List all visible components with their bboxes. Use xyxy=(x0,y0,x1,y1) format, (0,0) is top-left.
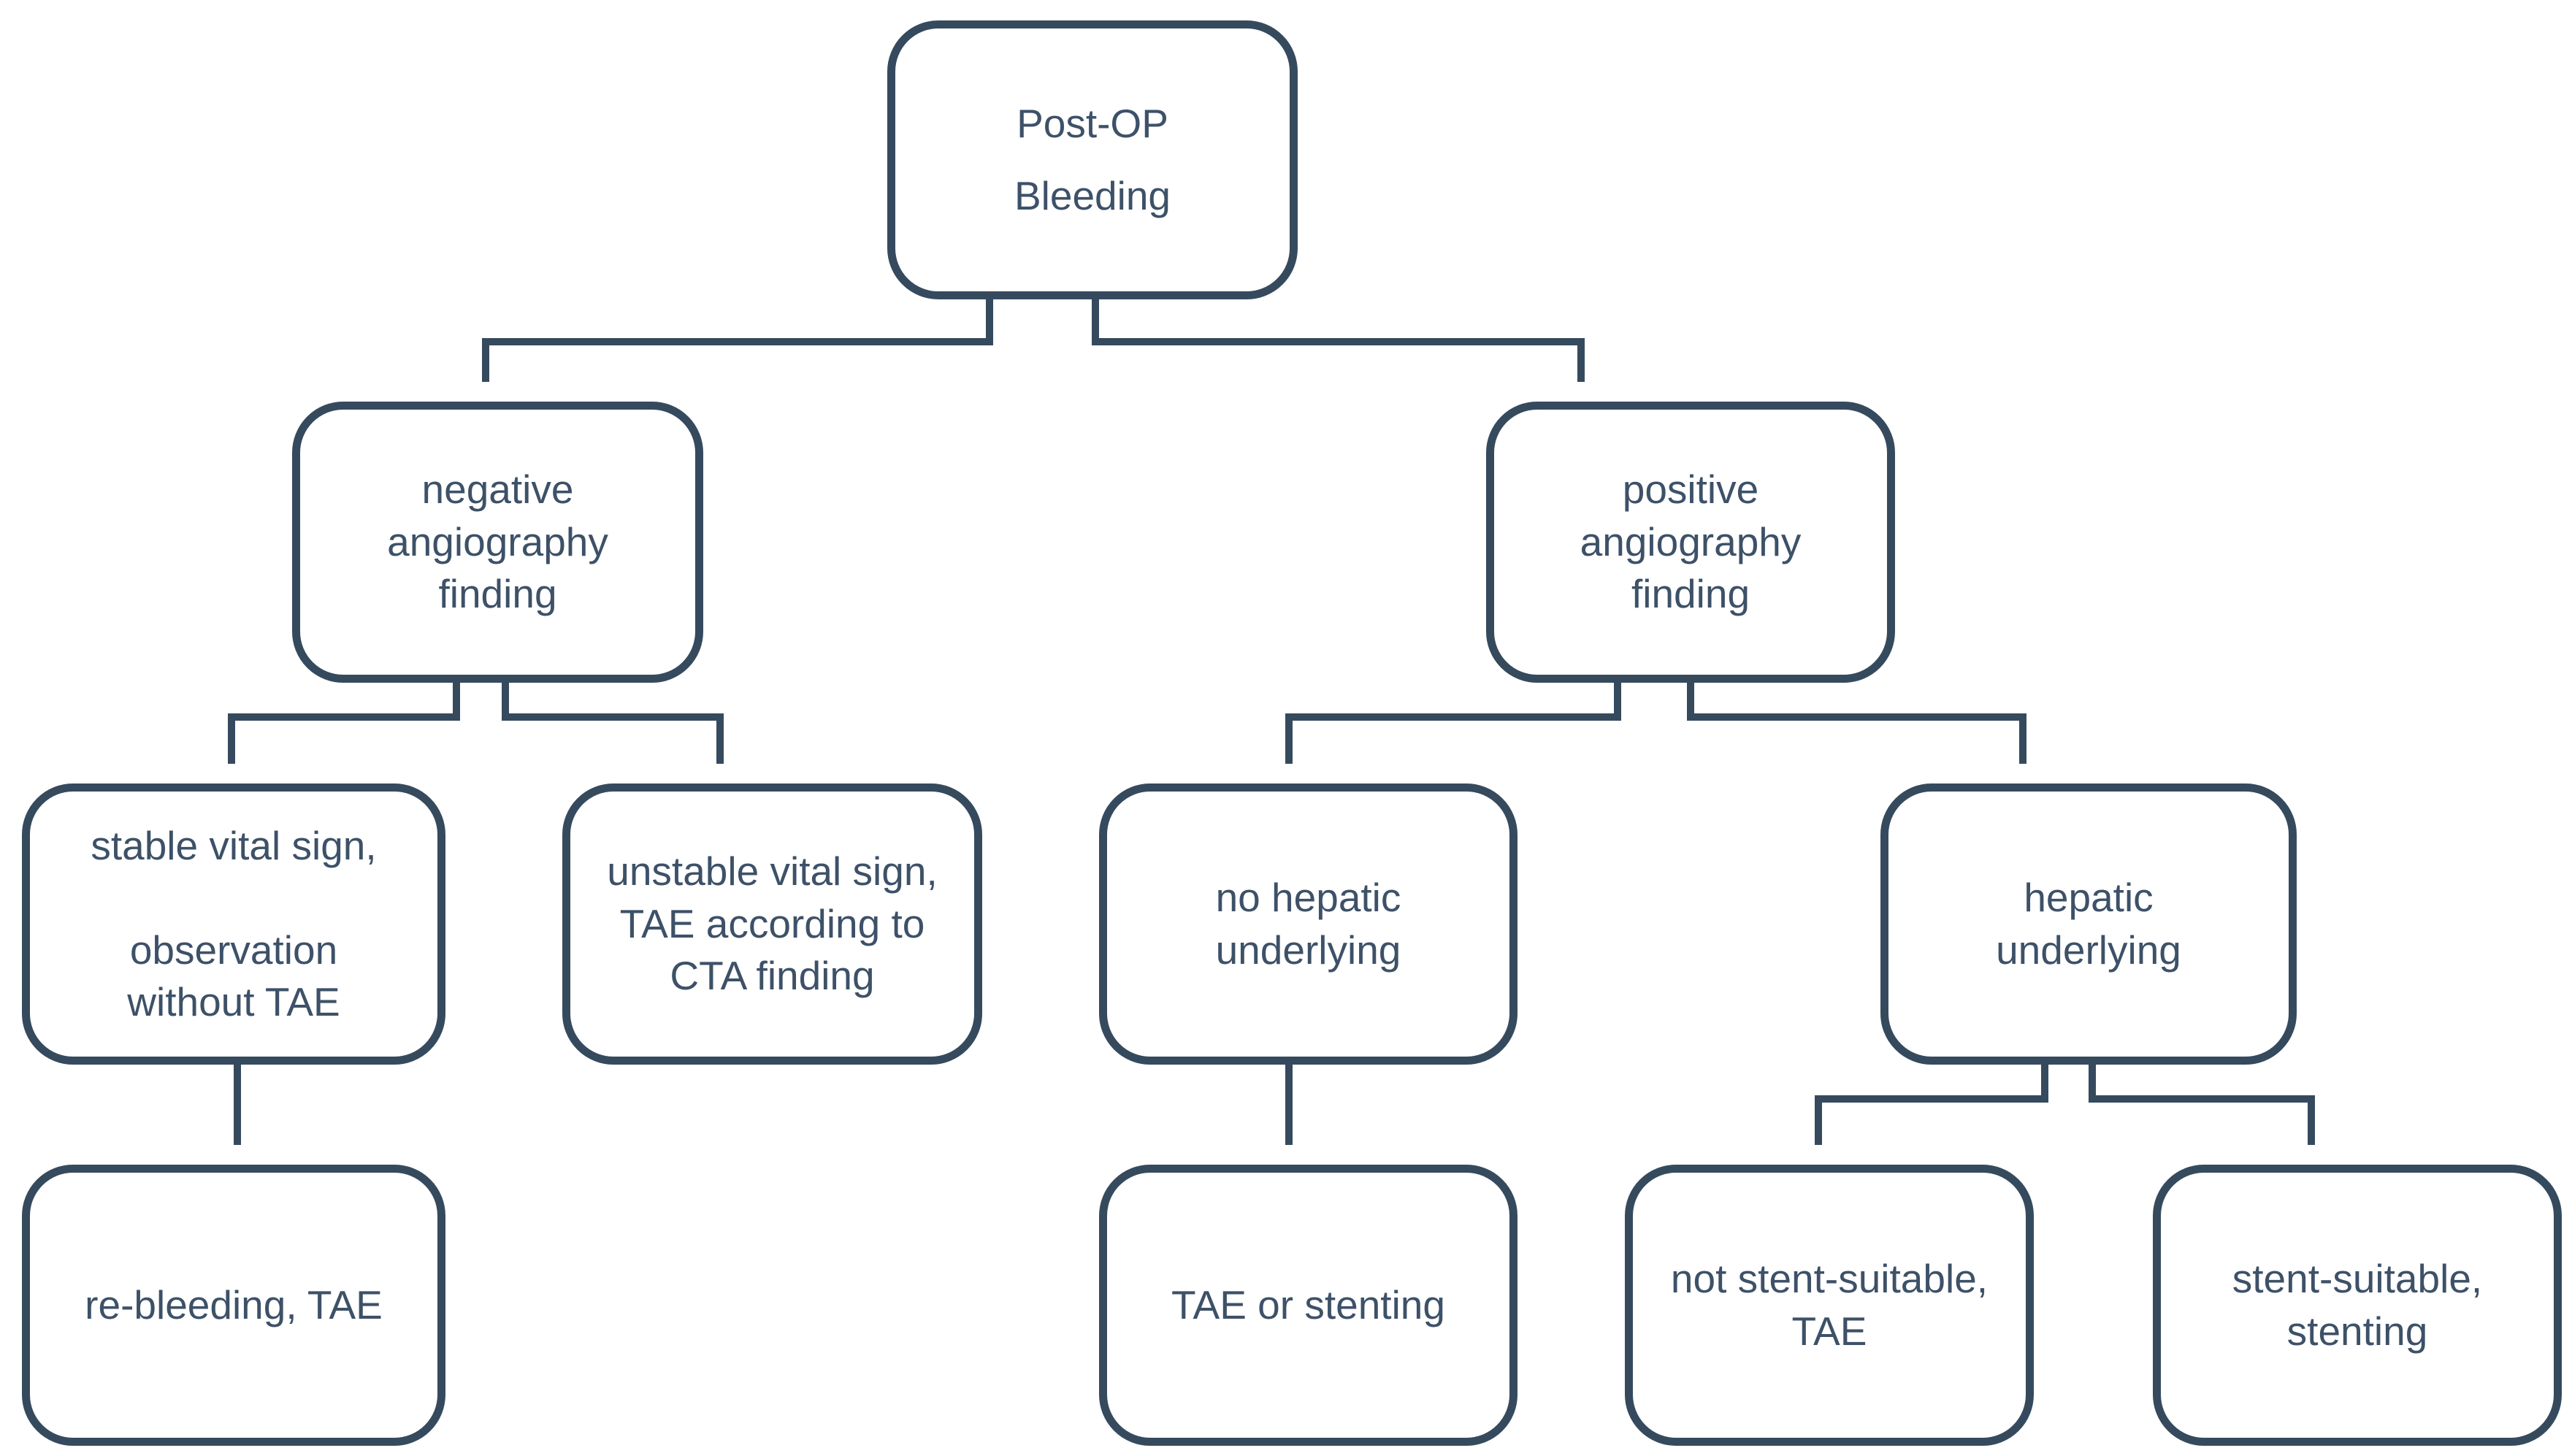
node-hepatic-underlying: hepatic underlying xyxy=(1880,783,2297,1065)
node-label: re-bleeding, TAE xyxy=(85,1281,383,1327)
node-label: unstable vital sign, TAE according to CT… xyxy=(607,848,938,999)
node-label: no hepatic underlying xyxy=(1215,875,1401,973)
edge-root-to-negative xyxy=(482,299,993,382)
node-stable-vital-sign-observation: stable vital sign, observation without T… xyxy=(22,783,445,1065)
node-post-op-bleeding: Post-OP Bleeding xyxy=(887,20,1298,299)
node-label: negative angiography finding xyxy=(387,467,608,617)
node-not-stent-suitable-tae: not stent-suitable, TAE xyxy=(1625,1165,2034,1446)
node-label: TAE or stenting xyxy=(1171,1281,1445,1327)
node-re-bleeding-tae: re-bleeding, TAE xyxy=(22,1165,445,1446)
node-label: not stent-suitable, TAE xyxy=(1670,1256,1989,1354)
node-label: positive angiography finding xyxy=(1580,467,1802,617)
edge-negative-to-unstable xyxy=(502,683,724,764)
node-positive-angiography-finding: positive angiography finding xyxy=(1486,402,1895,683)
node-label: stent-suitable, stenting xyxy=(2232,1256,2483,1354)
edge-negative-to-stable xyxy=(228,683,460,764)
node-tae-or-stenting: TAE or stenting xyxy=(1099,1165,1517,1446)
edge-root-to-positive xyxy=(1092,299,1585,382)
node-negative-angiography-finding: negative angiography finding xyxy=(292,402,703,683)
node-no-hepatic-underlying: no hepatic underlying xyxy=(1099,783,1517,1065)
node-label: hepatic underlying xyxy=(1996,875,2181,973)
node-label: stable vital sign, observation without T… xyxy=(91,822,377,1025)
edge-hepatic-to-notstent xyxy=(1815,1065,2048,1145)
edge-positive-to-nohepatic xyxy=(1285,683,1621,764)
node-stent-suitable-stenting: stent-suitable, stenting xyxy=(2153,1165,2562,1446)
node-unstable-vital-sign-tae-cta: unstable vital sign, TAE according to CT… xyxy=(562,783,982,1065)
edge-positive-to-hepatic xyxy=(1687,683,2026,764)
edge-hepatic-to-stentsuit xyxy=(2089,1065,2315,1145)
node-label: Post-OP Bleeding xyxy=(1014,101,1171,218)
